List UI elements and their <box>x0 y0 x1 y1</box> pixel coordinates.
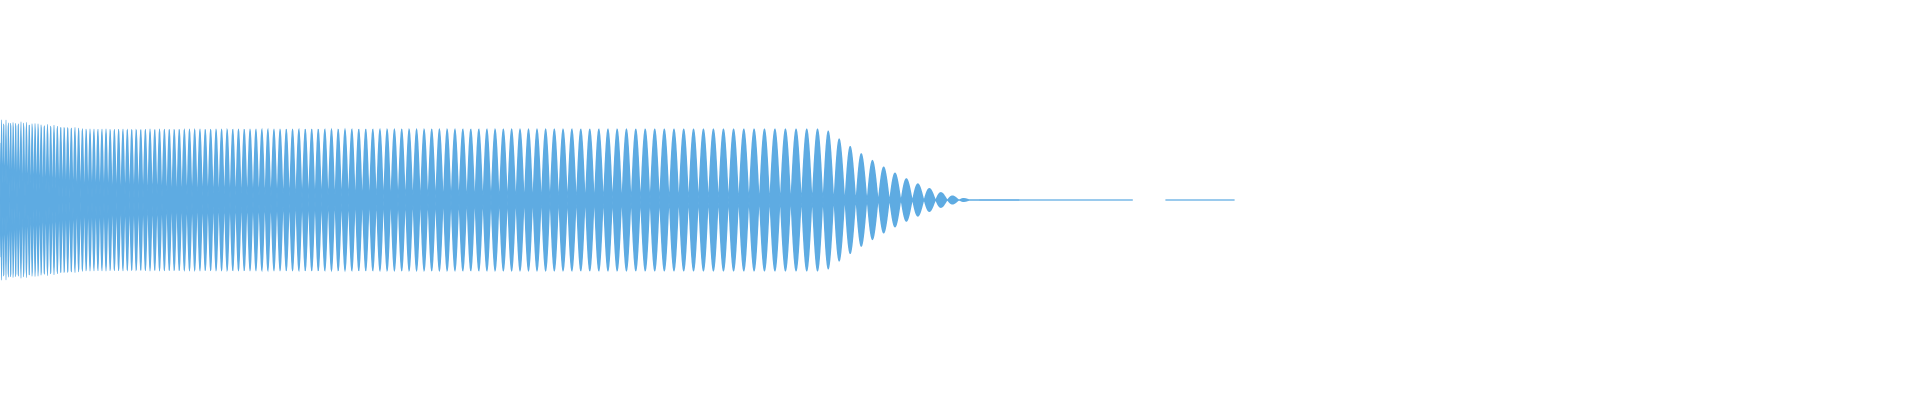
waveform-signal <box>0 119 1020 281</box>
